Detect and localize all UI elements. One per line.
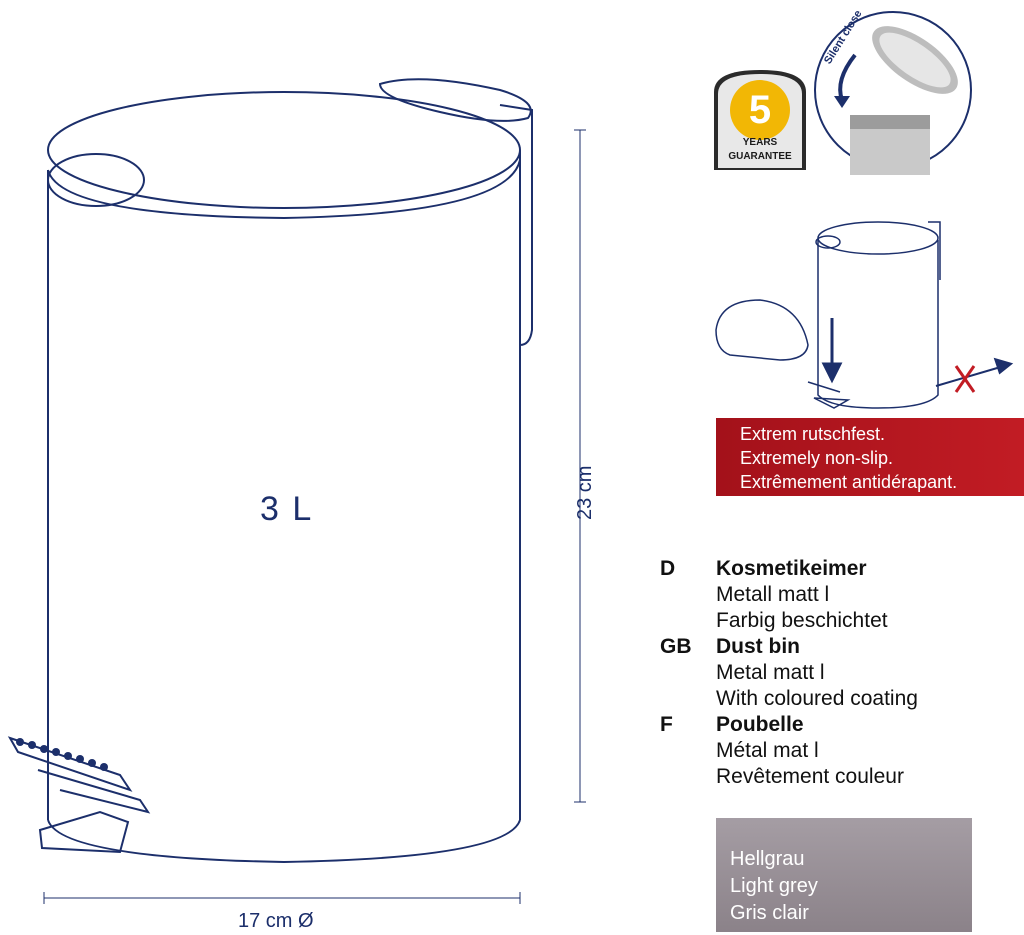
color-swatch: Hellgrau Light grey Gris clair [716, 818, 972, 932]
description-de: D Kosmetikeimer Metall matt l Farbig bes… [660, 556, 1020, 634]
color-name-de: Hellgrau [730, 848, 805, 870]
silent-close-icon [814, 11, 972, 175]
description-line: Metall matt l [716, 583, 830, 606]
description-line: Métal mat l [716, 739, 819, 762]
description-line: Farbig beschichtet [716, 609, 888, 632]
nonslip-demo-illustration [715, 221, 1005, 409]
nonslip-de: Extrem rutschfest. [740, 424, 886, 444]
color-name-fr: Gris clair [730, 902, 809, 924]
description-line: With coloured coating [716, 687, 918, 710]
diameter-dimension: 17 cm Ø [238, 910, 314, 932]
description-title: Dust bin [716, 635, 800, 658]
nonslip-banner: Extrem rutschfest. Extremely non-slip. E… [716, 418, 1024, 496]
description-title: Poubelle [716, 713, 804, 736]
description-gb: GB Dust bin Metal matt l With coloured c… [660, 634, 1020, 712]
nonslip-en: Extremely non-slip. [740, 448, 894, 468]
capacity-label: 3 L [260, 490, 314, 528]
language-code: GB [660, 635, 692, 658]
height-dimension: 23 cm [574, 465, 596, 520]
guarantee-line-2: GUARANTEE [728, 151, 792, 162]
description-f: F Poubelle Métal mat l Revêtement couleu… [660, 712, 1020, 790]
language-code: D [660, 557, 676, 580]
product-descriptions: D Kosmetikeimer Metall matt l Farbig bes… [660, 556, 1020, 790]
description-title: Kosmetikeimer [716, 557, 867, 580]
color-name-en: Light grey [730, 875, 818, 897]
language-code: F [660, 713, 673, 736]
nonslip-fr: Extrêmement antidérapant. [740, 472, 958, 492]
description-line: Revêtement couleur [716, 765, 904, 788]
description-line: Metal matt l [716, 661, 825, 684]
guarantee-line-1: YEARS [742, 137, 778, 148]
guarantee-years-number: 5 [748, 88, 772, 132]
guarantee-badge-icon [714, 70, 806, 170]
